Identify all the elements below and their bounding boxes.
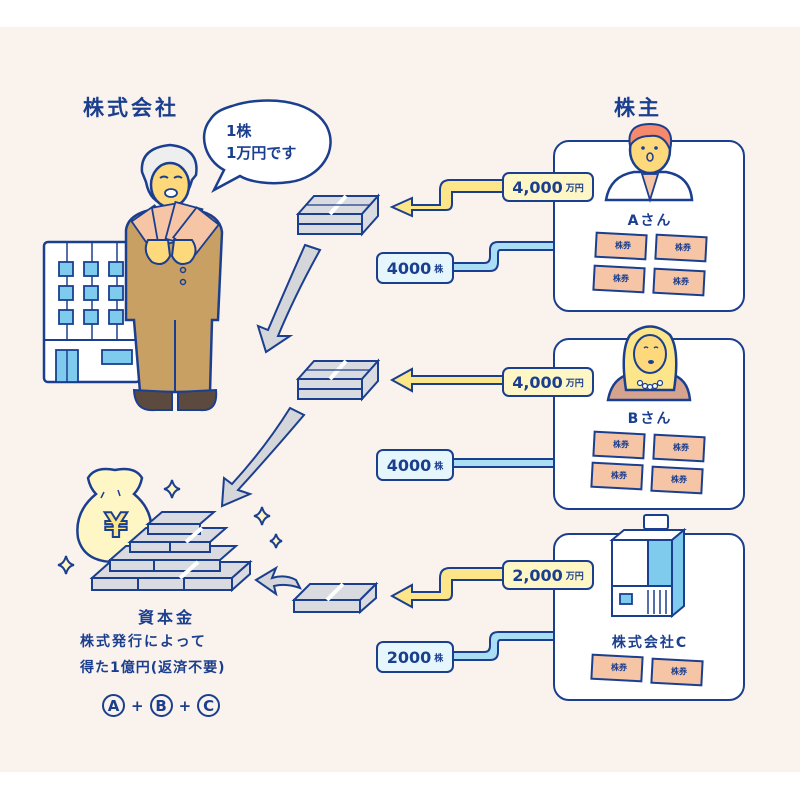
money-stack-a xyxy=(295,193,381,237)
payment-amount: 4,000 xyxy=(512,177,563,197)
shareholder-name-a: Aさん xyxy=(627,213,673,229)
payment-arrow-c xyxy=(389,567,513,609)
capital-description-line1: 株式発行によって xyxy=(80,634,207,650)
speech-bubble-text: 1株 1万円です xyxy=(226,120,296,164)
gray-flow-arrow-2 xyxy=(220,406,306,508)
sparkle-icon xyxy=(57,479,283,575)
certificates-b xyxy=(590,430,706,495)
certificate-label: 株券 xyxy=(673,443,689,452)
company-c-building-icon xyxy=(609,514,687,619)
company-president-figure xyxy=(124,143,224,412)
formula-plus: + xyxy=(131,696,144,715)
payment-unit: 万円 xyxy=(565,378,584,389)
certificates-c xyxy=(590,653,704,687)
gray-flow-arrow-3 xyxy=(254,565,303,597)
payment-arrow-a xyxy=(389,179,513,218)
speech-line-2: 1万円です xyxy=(226,144,297,162)
formula-a-badge: A xyxy=(102,694,125,717)
certificate-label: 株券 xyxy=(611,471,627,480)
speech-bubble xyxy=(202,99,332,193)
certificate-label: 株券 xyxy=(671,475,687,484)
payment-unit: 万円 xyxy=(565,183,584,194)
money-stack-b xyxy=(295,358,381,402)
formula-b-badge: B xyxy=(149,694,173,717)
shareholder-name-b: Bさん xyxy=(627,411,673,427)
shares-amount: 4000 xyxy=(386,258,432,278)
payment-amount: 4,000 xyxy=(512,372,563,392)
payment-unit: 万円 xyxy=(565,571,584,582)
money-pile-icon xyxy=(89,511,253,593)
capital-formula: A + B + C xyxy=(102,694,221,717)
shareholder-name-c: 株式会社C xyxy=(611,635,689,651)
person-b-avatar xyxy=(606,325,692,402)
certificate-label: 株券 xyxy=(671,667,687,676)
certificate-label: 株券 xyxy=(613,440,629,449)
certificate-label: 株券 xyxy=(615,241,631,250)
money-stack-c xyxy=(291,581,379,615)
shares-unit: 株 xyxy=(434,653,444,664)
formula-plus: + xyxy=(178,696,192,715)
formula-c-badge: C xyxy=(197,694,221,717)
shares-unit: 株 xyxy=(434,264,444,275)
shares-amount: 2000 xyxy=(386,647,432,667)
capital-title: 資本金 xyxy=(138,608,196,627)
person-a-avatar xyxy=(604,122,694,204)
gray-flow-arrow-1 xyxy=(256,243,322,354)
capital-description-line2: 得た1億円(返済不要) xyxy=(80,660,226,676)
yen-symbol-icon: ¥ xyxy=(103,505,129,547)
shares-unit: 株 xyxy=(434,461,444,472)
shareholders-heading: 株主 xyxy=(614,96,662,120)
certificate-label: 株券 xyxy=(613,274,629,283)
company-heading: 株式会社 xyxy=(83,96,179,120)
payment-amount: 2,000 xyxy=(512,565,563,585)
certificate-label: 株券 xyxy=(675,243,691,252)
speech-line-1: 1株 xyxy=(226,122,252,140)
certificate-label: 株券 xyxy=(673,277,689,286)
payment-arrow-b xyxy=(389,367,513,393)
certificates-a xyxy=(592,231,708,297)
shares-amount: 4000 xyxy=(386,455,432,475)
certificate-label: 株券 xyxy=(611,663,627,672)
